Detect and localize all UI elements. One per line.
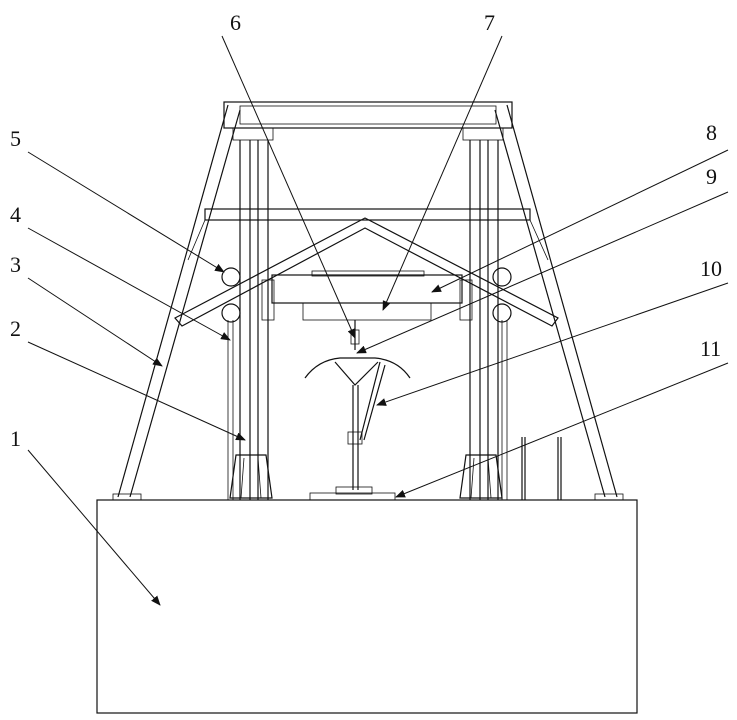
leader-lines bbox=[28, 36, 728, 605]
label-6: 6 bbox=[230, 10, 241, 35]
label-11: 11 bbox=[700, 336, 721, 361]
poles bbox=[522, 437, 561, 500]
label-5: 5 bbox=[10, 126, 21, 151]
base-block bbox=[97, 500, 637, 713]
braces bbox=[175, 218, 558, 326]
label-3: 3 bbox=[10, 252, 21, 277]
label-4: 4 bbox=[10, 202, 21, 227]
crossbeam bbox=[222, 268, 511, 322]
label-2: 2 bbox=[10, 316, 21, 341]
label-10: 10 bbox=[700, 256, 722, 281]
pantograph bbox=[305, 320, 410, 500]
columns bbox=[228, 128, 507, 500]
label-9: 9 bbox=[706, 164, 717, 189]
label-8: 8 bbox=[706, 120, 717, 145]
label-7: 7 bbox=[484, 10, 495, 35]
label-1: 1 bbox=[10, 426, 21, 451]
part-labels: 1 2 3 4 5 6 7 8 9 10 11 bbox=[10, 10, 722, 451]
a-frame bbox=[113, 102, 623, 500]
